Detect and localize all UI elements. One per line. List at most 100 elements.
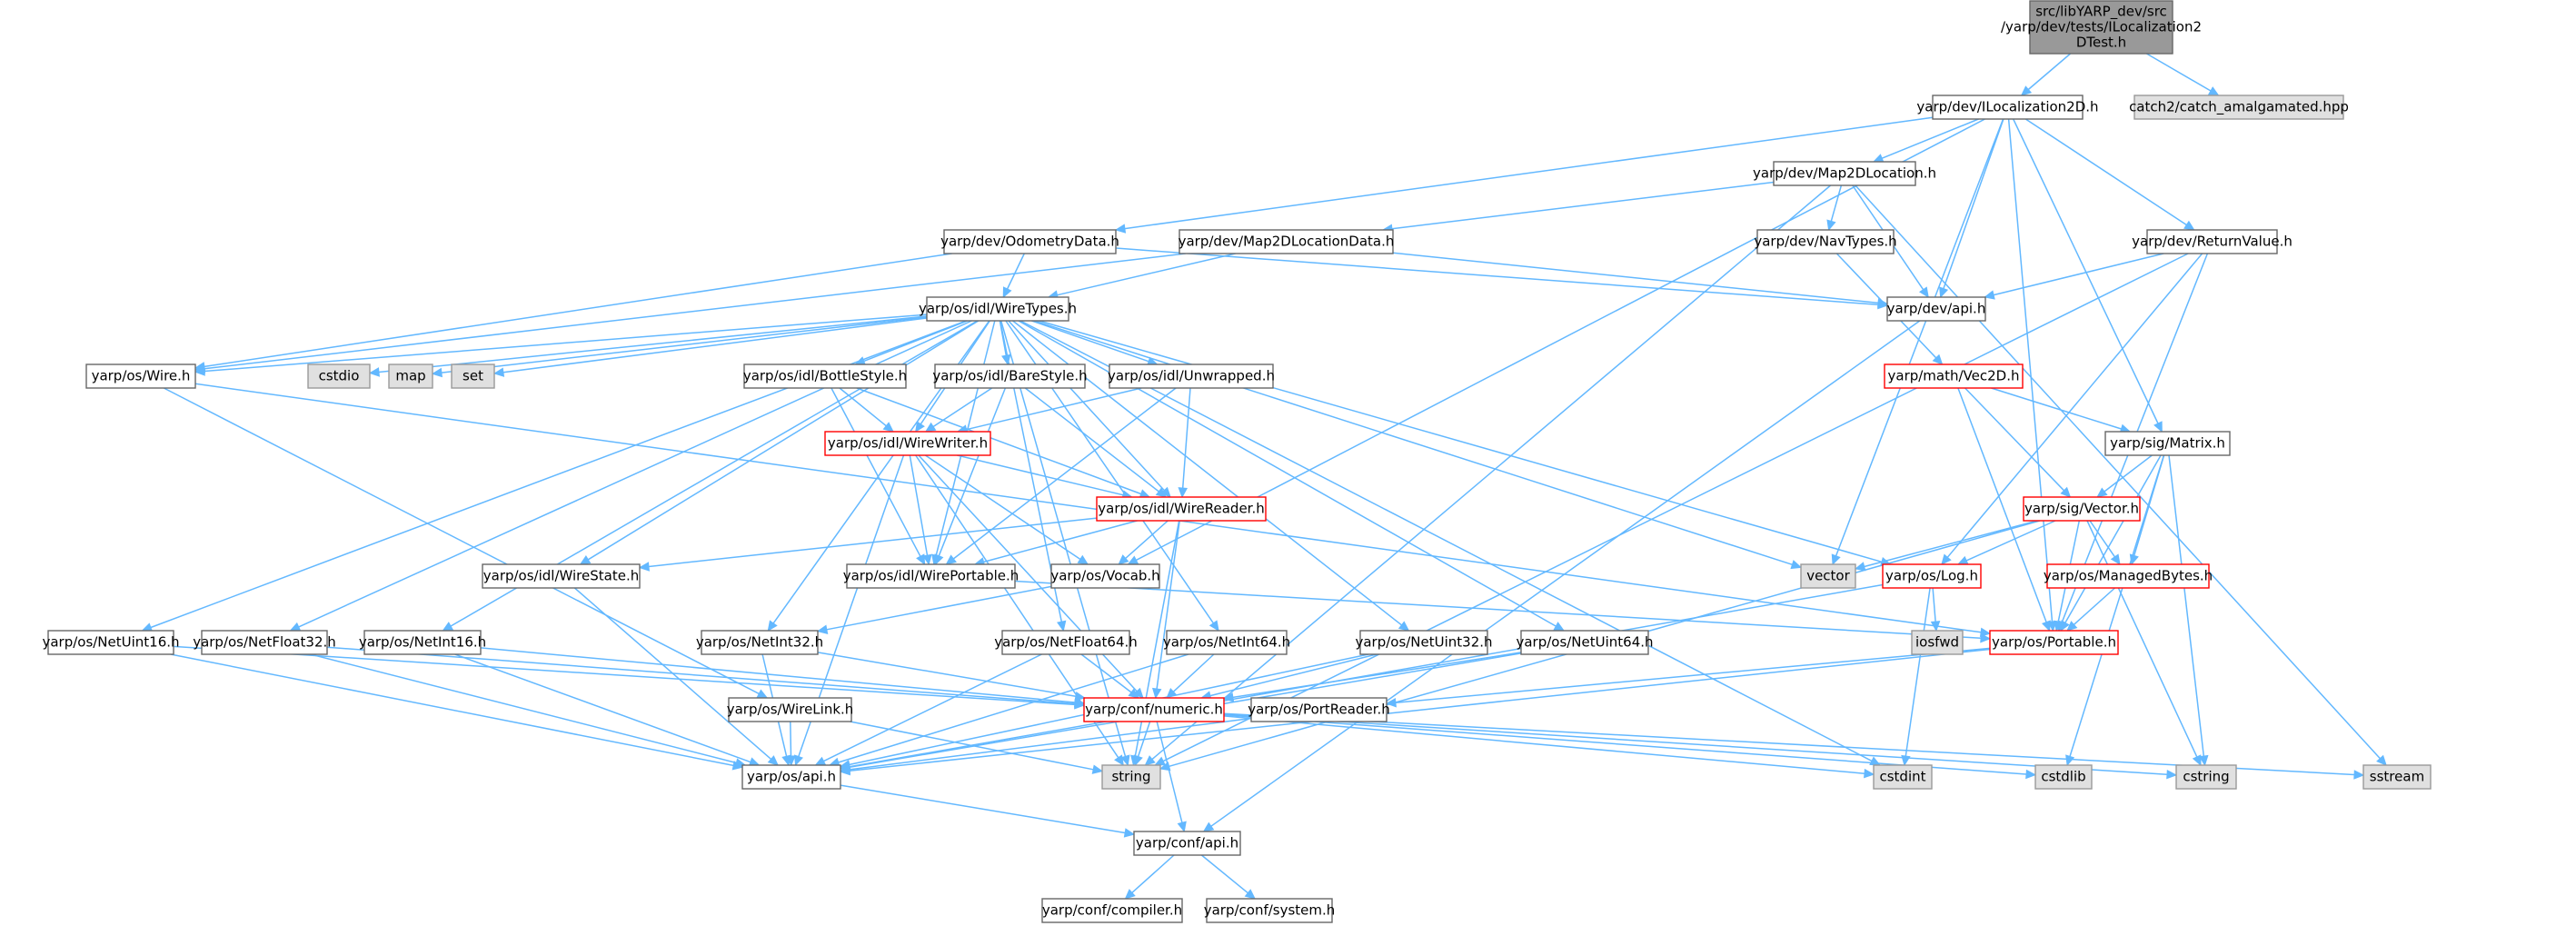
node-ilocalization2d[interactable]: yarp/dev/ILocalization2D.h	[1916, 95, 2099, 120]
node-label: yarp/os/NetInt16.h	[359, 634, 486, 651]
node-cstring[interactable]: cstring	[2175, 764, 2237, 790]
node-unwrapped[interactable]: yarp/os/idl/Unwrapped.h	[1108, 363, 1275, 389]
edge-map2dlocation-to-sstream	[1855, 184, 2387, 766]
edge-arrowhead	[1120, 754, 1130, 767]
node-log[interactable]: yarp/os/Log.h	[1882, 563, 1982, 589]
node-map[interactable]: map	[388, 363, 433, 389]
edge-netfloat64-to-numeric	[1080, 653, 1139, 699]
node-sstream[interactable]: sstream	[2362, 764, 2432, 790]
node-compiler[interactable]: yarp/conf/compiler.h	[1041, 898, 1183, 923]
node-vec2d[interactable]: yarp/math/Vec2D.h	[1884, 363, 2024, 389]
node-label: yarp/os/NetFloat32.h	[193, 634, 336, 651]
edge-arrowhead	[1114, 224, 1127, 234]
node-label: yarp/os/idl/WireReader.h	[1098, 501, 1265, 517]
edge-line	[1137, 721, 1151, 757]
node-wirelink[interactable]: yarp/os/WireLink.h	[727, 697, 854, 722]
edge-arrowhead	[1385, 697, 1397, 708]
node-map2dlocationdata[interactable]: yarp/dev/Map2DLocationData.h	[1179, 229, 1395, 254]
edge-line	[1932, 587, 1936, 622]
node-matrix[interactable]: yarp/sig/Matrix.h	[2104, 431, 2231, 456]
node-osapi[interactable]: yarp/os/api.h	[741, 764, 841, 790]
node-netint16[interactable]: yarp/os/NetInt16.h	[359, 630, 486, 655]
edge-line	[587, 320, 980, 561]
edge-wirewriter-to-wireportable	[909, 454, 932, 566]
node-map2dlocation[interactable]: yarp/dev/Map2DLocation.h	[1753, 161, 1936, 186]
node-wirestate[interactable]: yarp/os/idl/WireState.h	[482, 563, 641, 589]
node-vector[interactable]: yarp/sig/Vector.h	[2023, 496, 2141, 522]
edge-line	[849, 583, 1884, 768]
node-odometrydata[interactable]: yarp/dev/OdometryData.h	[940, 229, 1119, 254]
edge-arrowhead	[1118, 554, 1129, 565]
edge-numeric-to-cstdint	[1223, 715, 1875, 779]
edge-wirewriter-to-wirereader	[957, 454, 1133, 500]
edge-arrowhead	[2153, 421, 2163, 433]
node-devapi[interactable]: yarp/dev/api.h	[1886, 296, 1986, 322]
node-box	[2362, 764, 2432, 790]
node-wirereader[interactable]: yarp/os/idl/WireReader.h	[1096, 496, 1267, 522]
edge-arrowhead	[2207, 86, 2220, 96]
node-netfloat64[interactable]: yarp/os/NetFloat64.h	[994, 630, 1138, 655]
edge-line	[1232, 652, 1522, 699]
node-system[interactable]: yarp/conf/system.h	[1204, 898, 1336, 923]
node-wireportable[interactable]: yarp/os/idl/WirePortable.h	[843, 563, 1019, 589]
edge-wiretypes-to-string	[1000, 320, 1130, 767]
edge-line	[1392, 252, 1879, 304]
edge-arrowhead	[1128, 688, 1139, 699]
node-catch2[interactable]: catch2/catch_amalgamated.hpp	[2129, 95, 2349, 120]
edge-arrowhead	[1123, 828, 1136, 838]
edge-wiretypes-to-wire	[194, 314, 928, 376]
node-cstdint[interactable]: cstdint	[1873, 764, 1933, 790]
edge-wiretypes-to-log	[1039, 320, 1892, 567]
node-netuint32[interactable]: yarp/os/NetUint32.h	[1355, 630, 1493, 655]
node-returnvalue[interactable]: yarp/dev/ReturnValue.h	[2132, 229, 2293, 254]
edge-line	[1034, 320, 1793, 566]
node-netint64[interactable]: yarp/os/NetInt64.h	[1163, 630, 1290, 655]
node-cstdio[interactable]: cstdio	[307, 363, 371, 389]
edge-arrowhead	[1177, 821, 1187, 833]
edge-line	[1965, 520, 2056, 562]
node-managedbytes[interactable]: yarp/os/ManagedBytes.h	[2044, 563, 2213, 589]
edge-barestyle-to-wirereader	[1024, 387, 1168, 498]
edge-line	[163, 387, 760, 695]
node-netint32[interactable]: yarp/os/NetInt32.h	[696, 630, 823, 655]
edge-arrowhead	[1939, 286, 1949, 299]
node-string[interactable]: string	[1101, 764, 1161, 790]
edge-arrowhead	[924, 422, 937, 433]
edge-line	[502, 317, 928, 373]
edge-numeric-to-sstream	[1223, 712, 2365, 780]
edge-line	[1223, 715, 1865, 774]
node-netuint16[interactable]: yarp/os/NetUint16.h	[42, 630, 180, 655]
node-vectorsys[interactable]: vector	[1800, 563, 1856, 589]
node-barestyle[interactable]: yarp/os/idl/BareStyle.h	[932, 363, 1088, 389]
node-wire[interactable]: yarp/os/Wire.h	[85, 363, 196, 389]
edge-confapi-to-system	[1200, 854, 1257, 900]
node-root[interactable]: src/libYARP_dev/src/yarp/dev/tests/ILoca…	[2001, 0, 2202, 55]
edge-line	[454, 653, 751, 763]
node-bottlestyle[interactable]: yarp/os/idl/BottleStyle.h	[743, 363, 907, 389]
node-set[interactable]: set	[451, 363, 495, 389]
node-confapi[interactable]: yarp/conf/api.h	[1133, 831, 1241, 856]
edge-arrowhead	[2060, 620, 2070, 632]
node-label: map	[395, 368, 425, 384]
edge-arrowhead	[2096, 487, 2108, 498]
edge-line	[1855, 184, 2381, 760]
node-vocab[interactable]: yarp/os/Vocab.h	[1050, 563, 1160, 589]
node-cstdlib[interactable]: cstdlib	[2034, 764, 2093, 790]
node-navtypes[interactable]: yarp/dev/NavTypes.h	[1754, 229, 1897, 254]
node-portable[interactable]: yarp/os/Portable.h	[1989, 630, 2119, 655]
node-numeric[interactable]: yarp/conf/numeric.h	[1083, 697, 1225, 722]
node-box	[846, 563, 1016, 589]
edge-netfloat32-to-osapi	[310, 653, 747, 768]
node-box	[1911, 630, 1964, 655]
node-label: yarp/os/NetInt64.h	[1163, 634, 1290, 651]
node-iosfwd[interactable]: iosfwd	[1911, 630, 1964, 655]
node-netfloat32[interactable]: yarp/os/NetFloat32.h	[193, 630, 336, 655]
node-box	[2029, 0, 2173, 55]
node-portreader[interactable]: yarp/os/PortReader.h	[1248, 697, 1390, 722]
node-netuint64[interactable]: yarp/os/NetUint64.h	[1516, 630, 1654, 655]
node-wirewriter[interactable]: yarp/os/idl/WireWriter.h	[824, 431, 991, 456]
node-label: yarp/conf/compiler.h	[1042, 902, 1182, 919]
edge-line	[909, 454, 929, 556]
node-wiretypes[interactable]: yarp/os/idl/WireTypes.h	[919, 296, 1077, 322]
edge-line	[817, 652, 1077, 698]
